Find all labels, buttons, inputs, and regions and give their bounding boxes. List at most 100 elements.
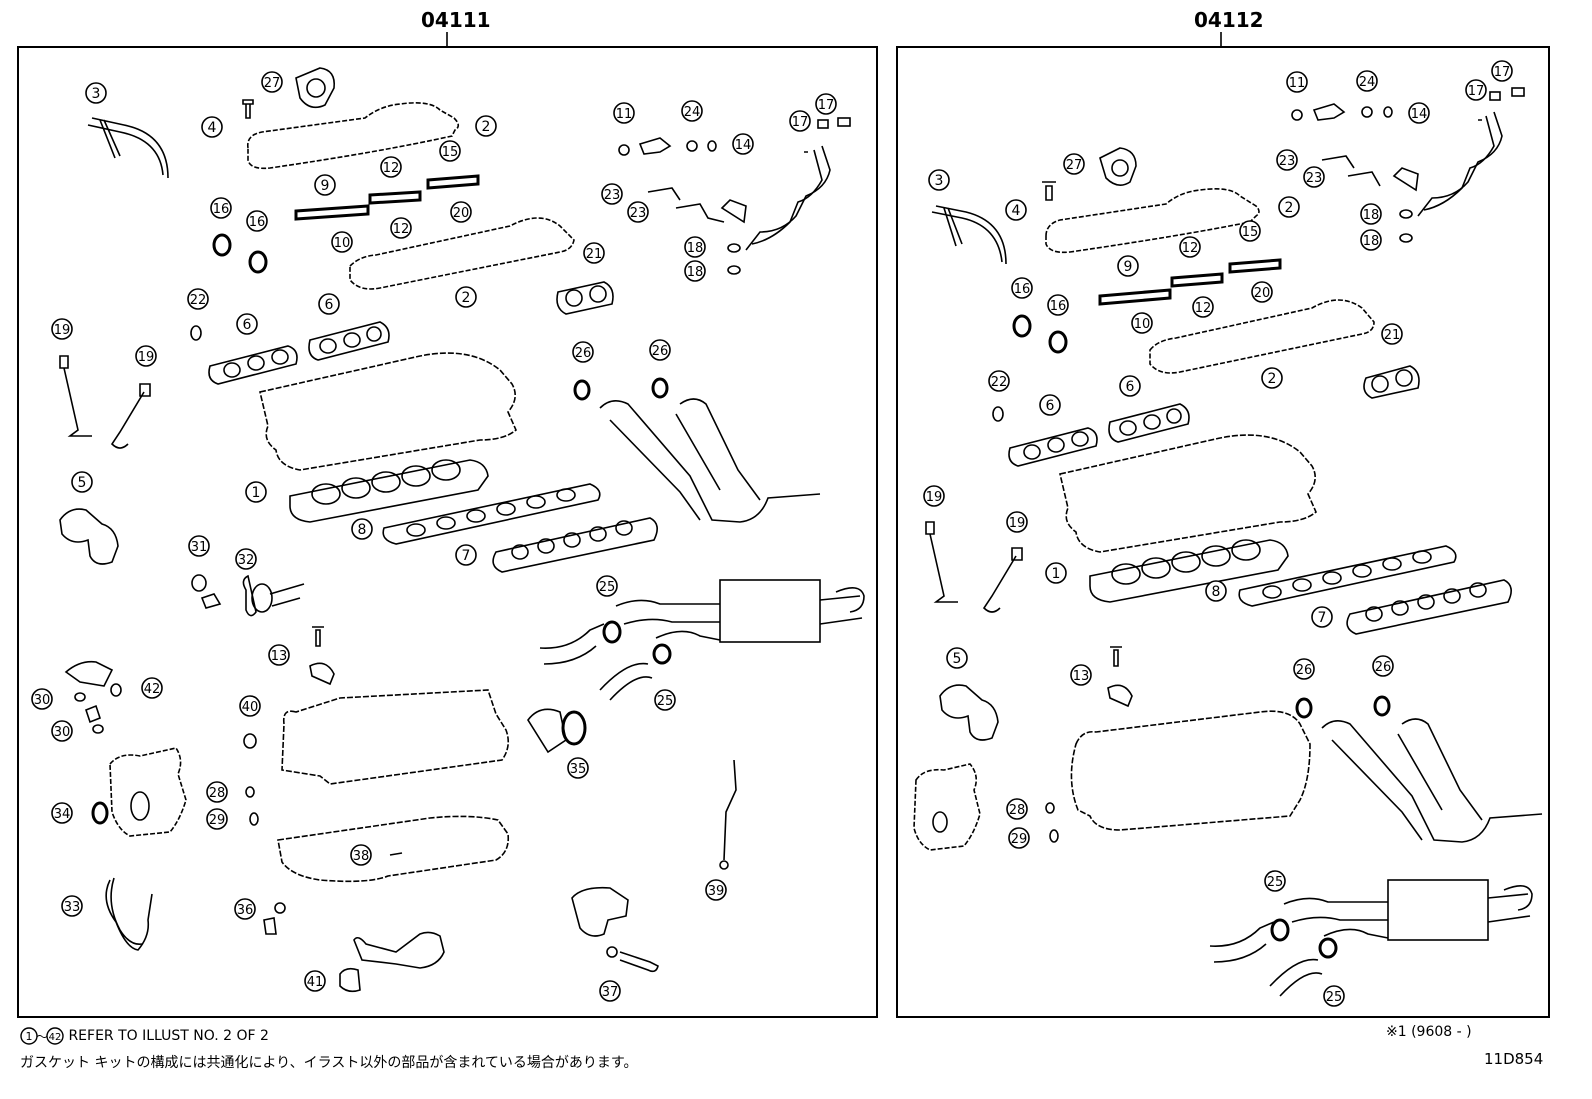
callout-number: 33 — [64, 900, 81, 915]
callout-17: 17 — [789, 110, 811, 132]
callout-number: 18 — [687, 241, 704, 256]
callout-circle — [261, 71, 283, 93]
callout-9: 9 — [1117, 255, 1139, 277]
callout-number: 20 — [1254, 286, 1271, 301]
callout-number: 4 — [208, 120, 217, 136]
callout-19: 19 — [51, 318, 73, 340]
callout-circle — [1491, 60, 1513, 82]
callout-circle — [928, 169, 950, 191]
callout-number: 23 — [1306, 171, 1323, 186]
callout-18: 18 — [684, 236, 706, 258]
callout-circle — [1381, 323, 1403, 345]
svg-text:～: ～ — [36, 1030, 48, 1044]
callout-number: 6 — [1046, 398, 1055, 414]
callout-15: 15 — [1239, 220, 1261, 242]
callout-number: 12 — [1195, 301, 1212, 316]
callout-6: 6 — [236, 313, 258, 335]
callout-circle — [304, 970, 326, 992]
callout-33: 33 — [61, 895, 83, 917]
callout-14: 14 — [732, 133, 754, 155]
callout-number: 42 — [144, 682, 161, 697]
callout-number: 19 — [926, 490, 943, 505]
callout-number: 5 — [78, 475, 87, 491]
callout-1: 1 — [245, 481, 267, 503]
callout-circle — [1465, 79, 1487, 101]
callout-23: 23 — [601, 183, 623, 205]
callout-circle — [475, 115, 497, 137]
callout-number: 2 — [1268, 371, 1277, 387]
callout-number: 30 — [54, 725, 71, 740]
callout-circle — [210, 197, 232, 219]
callout-number: 10 — [1134, 317, 1151, 332]
callout-circle — [601, 183, 623, 205]
callout-circle — [246, 210, 268, 232]
callout-number: 17 — [792, 115, 809, 130]
callout-number: 28 — [1009, 803, 1026, 818]
callout-26: 26 — [649, 339, 671, 361]
callout-number: 17 — [818, 98, 835, 113]
callout-35: 35 — [567, 757, 589, 779]
callout-number: 2 — [1285, 200, 1294, 216]
callout-circle — [206, 781, 228, 803]
callout-number: 9 — [321, 178, 330, 194]
callout-circle — [1047, 294, 1069, 316]
svg-text:42: 42 — [49, 1032, 62, 1043]
callout-number: 13 — [271, 649, 288, 664]
callout-circle — [1372, 655, 1394, 677]
callout-number: 35 — [570, 762, 587, 777]
callout-number: 1 — [1052, 566, 1061, 582]
ref-range-markers: 1 ～ 42 — [20, 1027, 64, 1045]
callout-18: 18 — [1360, 229, 1382, 251]
callout-number: 6 — [243, 317, 252, 333]
callout-circle — [450, 201, 472, 223]
callout-circle — [61, 895, 83, 917]
callout-number: 6 — [1126, 379, 1135, 395]
callout-number: 16 — [1050, 299, 1067, 314]
callout-31: 31 — [188, 535, 210, 557]
callout-number: 6 — [325, 297, 334, 313]
callout-11: 11 — [1286, 71, 1308, 93]
callout-circle — [1119, 375, 1141, 397]
callout-number: 21 — [586, 247, 603, 262]
callout-21: 21 — [583, 242, 605, 264]
callout-40: 40 — [239, 695, 261, 717]
callout-number: 3 — [92, 86, 101, 102]
callout-number: 38 — [353, 849, 370, 864]
callout-number: 36 — [237, 903, 254, 918]
callout-number: 18 — [687, 265, 704, 280]
callout-number: 34 — [54, 807, 71, 822]
callout-3: 3 — [928, 169, 950, 191]
callout-10: 10 — [331, 231, 353, 253]
callout-number: 22 — [190, 293, 207, 308]
callout-number: 41 — [307, 975, 324, 990]
callout-number: 31 — [191, 540, 208, 555]
callout-number: 14 — [1411, 107, 1428, 122]
callout-circle — [1251, 281, 1273, 303]
callout-number: 1 — [252, 485, 261, 501]
callout-number: 14 — [735, 138, 752, 153]
callout-4: 4 — [201, 116, 223, 138]
callout-41: 41 — [304, 970, 326, 992]
callout-circle — [627, 201, 649, 223]
callout-28: 28 — [1006, 798, 1028, 820]
callout-number: 39 — [708, 884, 725, 899]
callout-number: 2 — [462, 290, 471, 306]
footnote-mark: ※1 — [1386, 1024, 1407, 1040]
callout-number: 4 — [1012, 203, 1021, 219]
callout-19: 19 — [923, 485, 945, 507]
callout-circle — [567, 757, 589, 779]
callout-circle — [1006, 798, 1028, 820]
callout-2: 2 — [1278, 196, 1300, 218]
callout-12: 12 — [390, 217, 412, 239]
callout-26: 26 — [1372, 655, 1394, 677]
callout-circle — [654, 689, 676, 711]
callout-circle — [705, 879, 727, 901]
callout-circle — [599, 980, 621, 1002]
callout-23: 23 — [627, 201, 649, 223]
callout-12: 12 — [380, 156, 402, 178]
callout-number: 23 — [604, 188, 621, 203]
callout-number: 24 — [1359, 75, 1376, 90]
callout-number: 16 — [249, 215, 266, 230]
callout-circle — [681, 100, 703, 122]
